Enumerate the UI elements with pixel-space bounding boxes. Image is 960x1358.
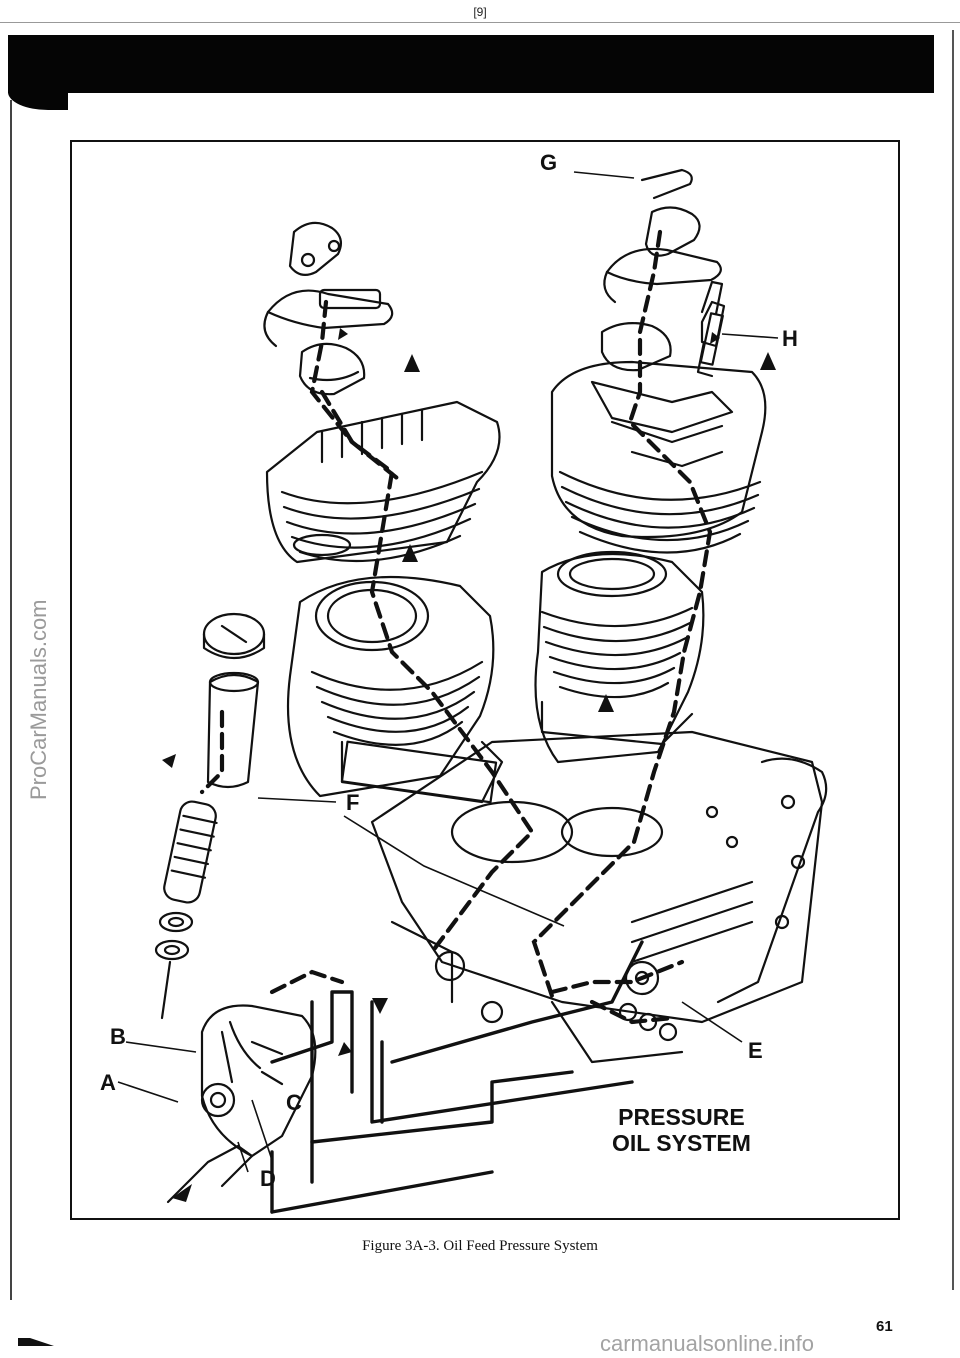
callout-f: F	[346, 790, 360, 815]
right-margin-rule	[952, 30, 954, 1290]
callout-b: B	[110, 1024, 126, 1049]
callout-h: H	[782, 326, 798, 351]
oil-return-dashed-lines	[199, 229, 713, 1025]
breather-gear	[624, 960, 660, 996]
system-title-line2: OIL SYSTEM	[612, 1130, 751, 1156]
callout-c: C	[286, 1090, 302, 1115]
callout-leaders	[117, 171, 779, 1173]
side-watermark: ProCarManuals.com	[26, 599, 51, 800]
top-rule	[0, 22, 960, 23]
crankcase	[370, 730, 828, 1064]
engine-oil-diagram	[117, 168, 828, 1214]
header-banner-tail	[8, 88, 68, 110]
oil-pump	[166, 1004, 317, 1204]
page-reference: [9]	[473, 5, 487, 19]
oil-filter-assembly	[154, 612, 266, 1020]
bottom-watermark: carmanualsonline.info	[600, 1331, 815, 1356]
front-rocker-assembly	[263, 221, 394, 396]
oil-feed-lines	[270, 940, 644, 1214]
callout-e: E	[748, 1038, 763, 1063]
figure-caption: Figure 3A-3. Oil Feed Pressure System	[362, 1238, 598, 1254]
callout-d: D	[260, 1166, 276, 1191]
front-cylinder	[286, 575, 504, 804]
header-banner	[8, 35, 934, 93]
corner-mark	[18, 1338, 54, 1346]
page-number: 61	[876, 1318, 893, 1335]
left-margin-rule	[10, 100, 12, 1300]
figure-frame: G H F B A C D E PRESSURE OIL SYSTEM	[70, 140, 900, 1220]
system-title: PRESSURE OIL SYSTEM	[612, 1104, 751, 1156]
spark-plug	[699, 280, 724, 366]
front-cylinder-head	[265, 400, 501, 564]
rear-cylinder-head	[550, 360, 767, 554]
rear-cylinder	[534, 550, 705, 764]
system-title-line1: PRESSURE	[618, 1104, 745, 1130]
callout-a: A	[100, 1070, 116, 1095]
callout-g: G	[540, 150, 558, 175]
flow-arrows	[162, 324, 776, 1202]
rear-rocker-assembly	[600, 168, 726, 378]
